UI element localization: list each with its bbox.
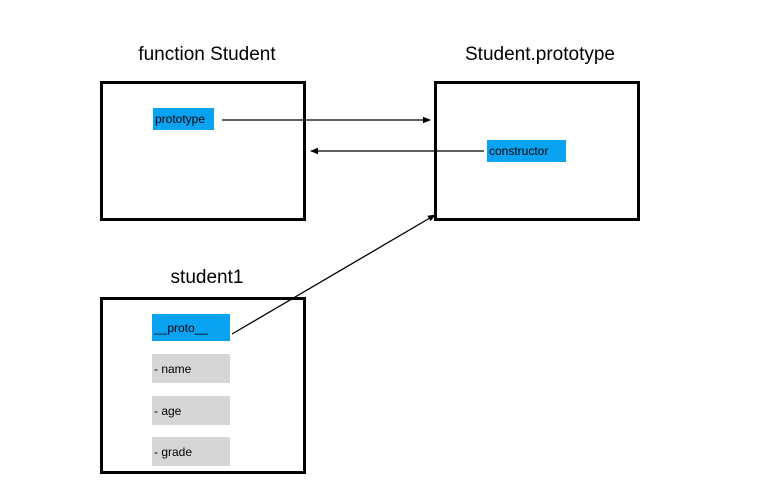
student1-title: student1: [170, 267, 244, 288]
function-student-box: [100, 81, 306, 221]
name-property: - name: [152, 354, 230, 383]
function-student-title: function Student: [138, 44, 276, 65]
prototype-property: prototype: [153, 108, 214, 130]
student-prototype-title: Student.prototype: [465, 44, 615, 65]
constructor-property: constructor: [487, 140, 566, 162]
grade-property: - grade: [152, 437, 230, 466]
age-property: - age: [152, 396, 230, 425]
proto-property: __proto__: [152, 314, 230, 341]
